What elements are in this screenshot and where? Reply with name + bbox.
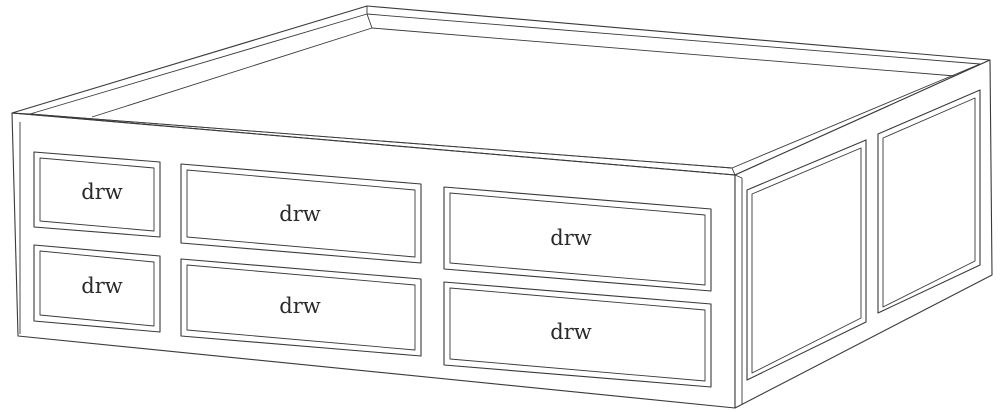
drawer-6: drw: [443, 281, 712, 388]
drawer-6-label: drw: [550, 320, 591, 344]
side-panel-right: [877, 89, 981, 314]
drawer-2: drw: [180, 163, 422, 264]
drawer-4: drw: [33, 244, 161, 333]
drawer-5-label: drw: [279, 294, 320, 318]
drawer-3-label: drw: [550, 226, 591, 250]
drawer-3: drw: [443, 186, 712, 292]
side-panel-left: [746, 139, 867, 381]
drawer-5: drw: [180, 258, 422, 357]
drawer-2-label: drw: [279, 202, 320, 226]
drawer-4-label: drw: [81, 274, 122, 298]
side-face: [734, 59, 993, 409]
drawer-1-label: drw: [81, 180, 122, 204]
drawer-1: drw: [33, 151, 161, 238]
